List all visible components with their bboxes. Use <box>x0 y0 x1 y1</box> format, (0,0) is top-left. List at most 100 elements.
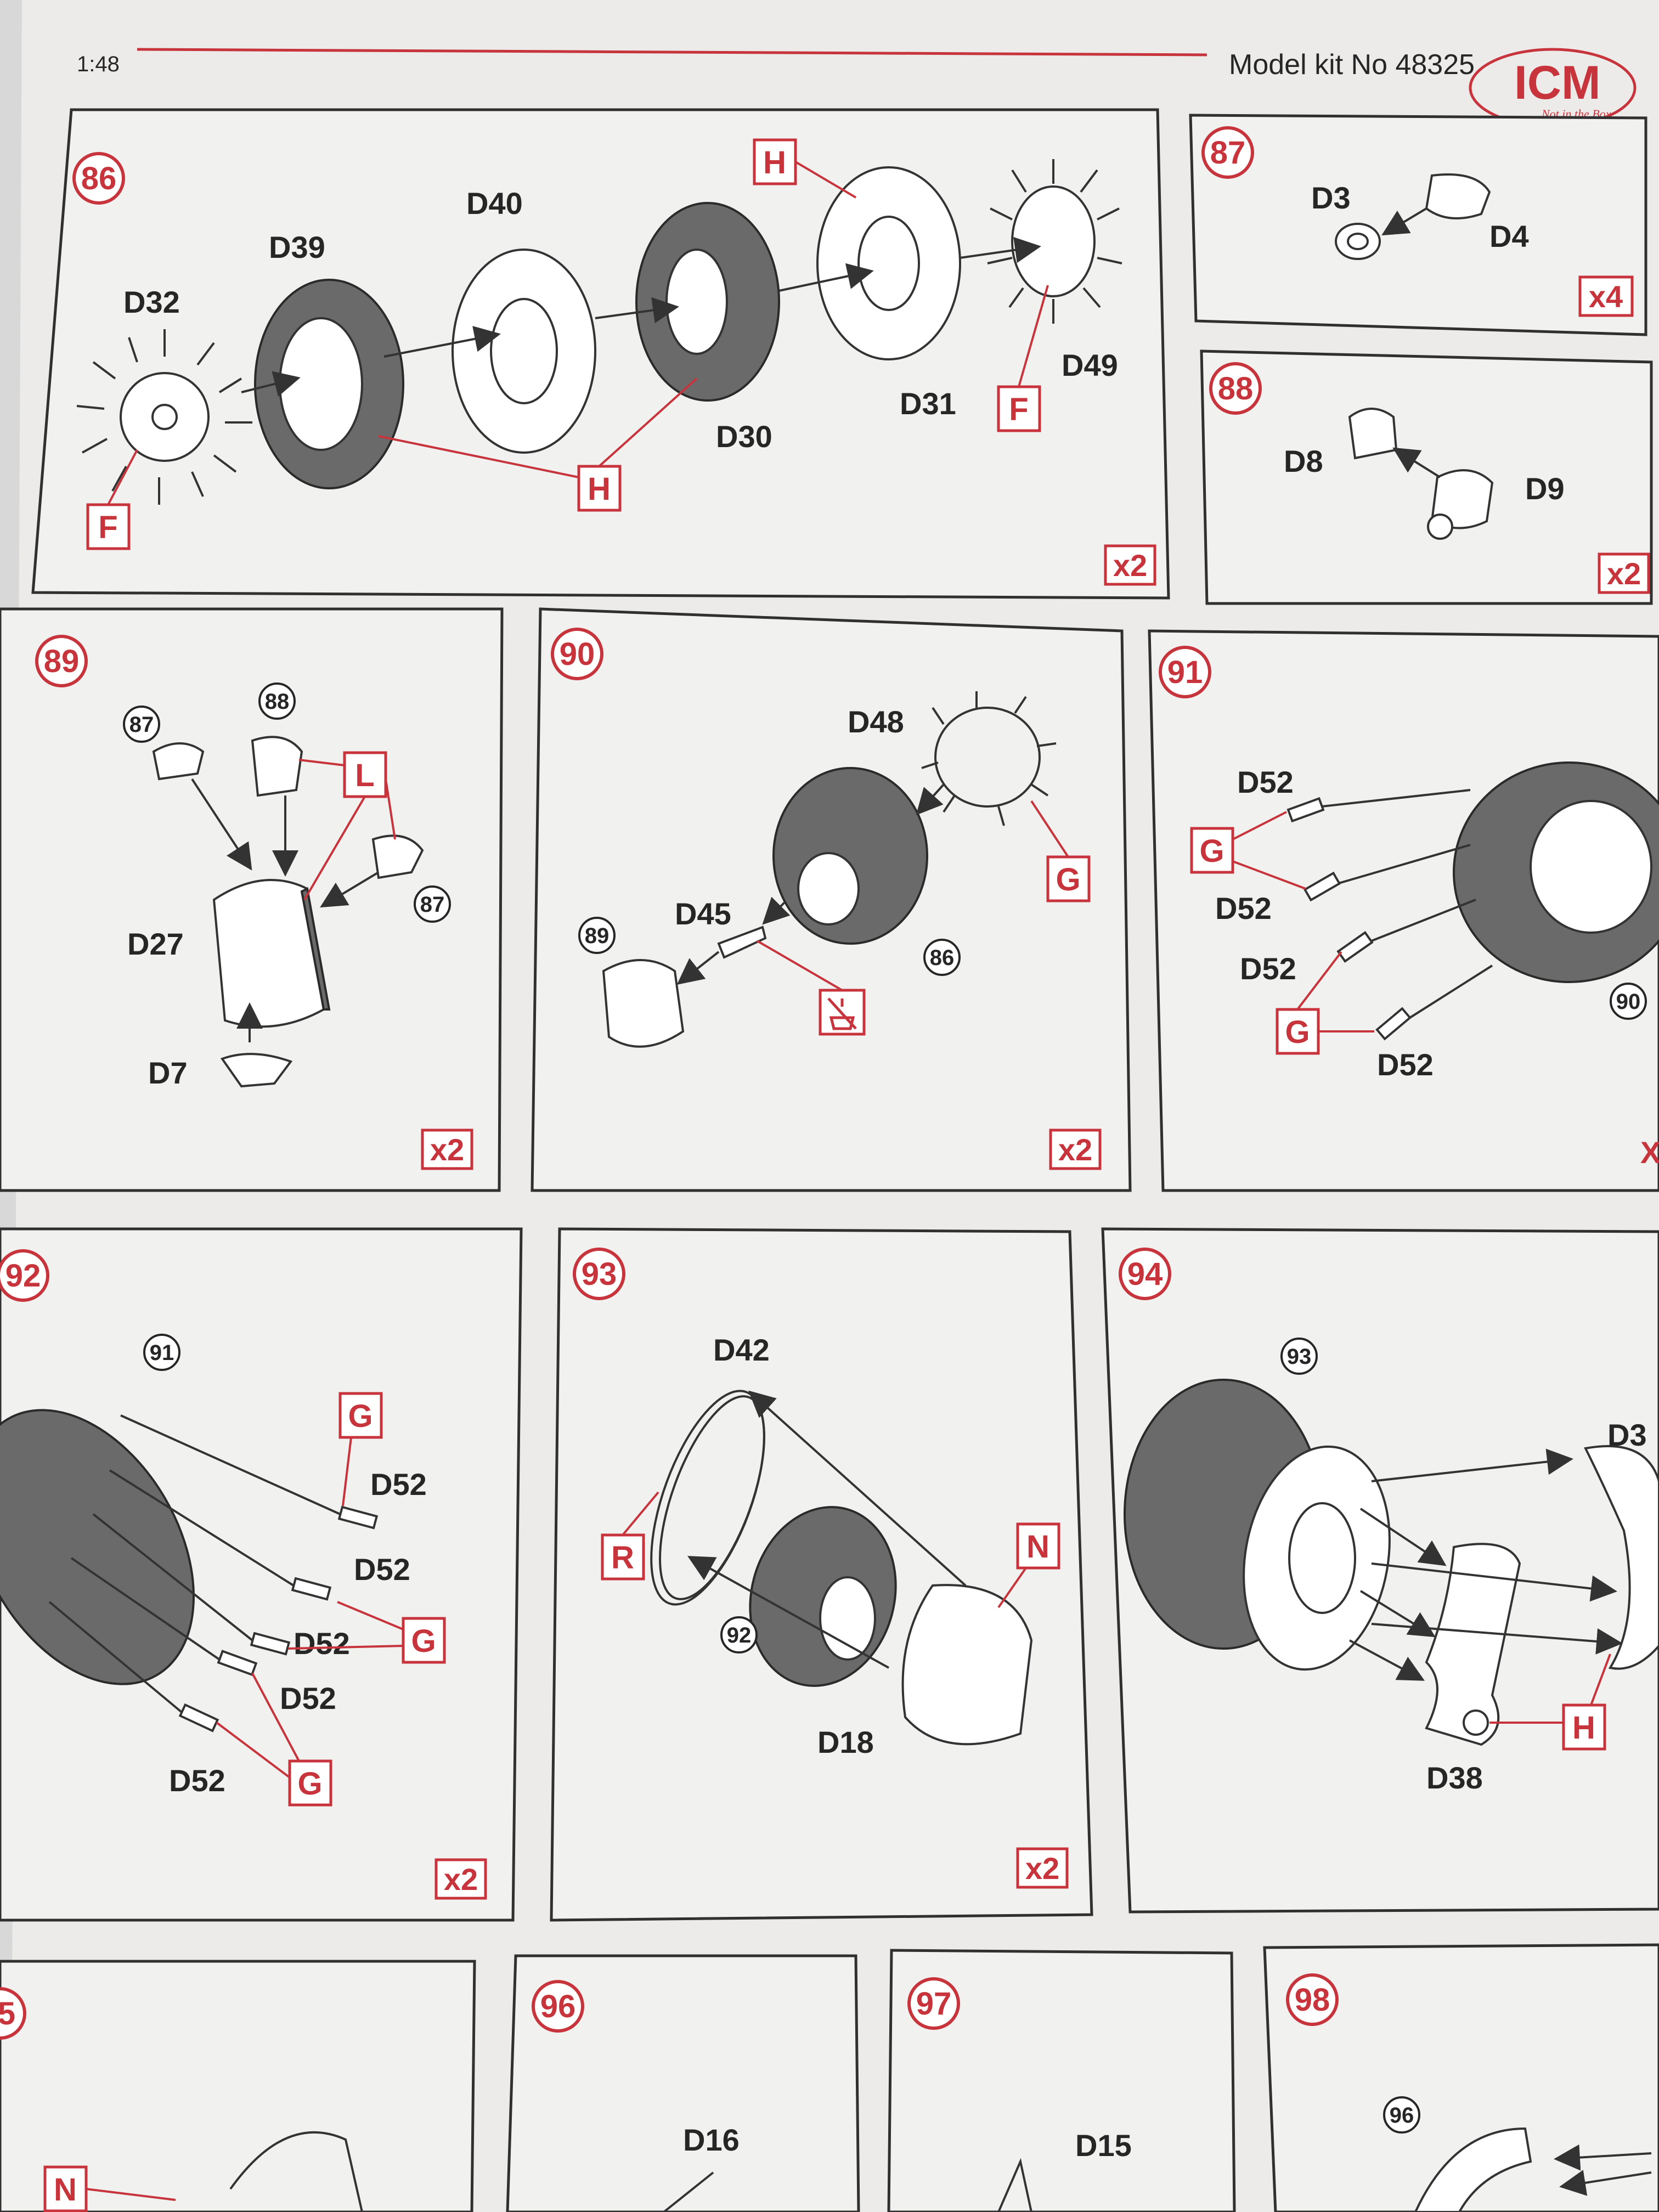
svg-text:96: 96 <box>1390 2103 1414 2128</box>
part-d49-label: D49 <box>1062 348 1118 382</box>
d52-pushrods <box>178 1505 379 1733</box>
ref-step-86 <box>923 939 961 976</box>
scale-label: 1:48 <box>77 52 120 76</box>
part-d32-label: D32 <box>123 285 180 319</box>
step-5-badge <box>0 1987 26 2040</box>
svg-text:F: F <box>98 510 117 545</box>
step-94-badge <box>1119 1248 1171 1300</box>
ref-step-92 <box>720 1616 758 1654</box>
part-d52-label: D52 <box>294 1626 350 1661</box>
part-d48-label: D48 <box>848 704 904 739</box>
svg-text:86: 86 <box>930 946 955 970</box>
assembly-arrow-icon <box>1371 1448 1573 1482</box>
part-d30-drawing <box>635 202 780 402</box>
part-d52-drawing <box>1286 797 1325 823</box>
part-d52-label: D52 <box>1237 765 1294 799</box>
multiplier-partial: X <box>1640 1135 1659 1170</box>
step-90-badge <box>551 628 603 680</box>
svg-text:94: 94 <box>1127 1256 1163 1292</box>
svg-text:N: N <box>1026 1529 1049 1565</box>
svg-text:90: 90 <box>1616 990 1641 1014</box>
svg-text:x2: x2 <box>430 1132 464 1167</box>
part-d52-label: D52 <box>354 1552 410 1587</box>
assembly-arrow-icon <box>687 1556 889 1669</box>
step-98-panel: 98 96 <box>1263 1943 1659 2212</box>
assembly-arrow-icon <box>748 1390 967 1587</box>
multiplier-x2 <box>1049 1128 1102 1170</box>
step-93-panel: 93 D42 D18 92 R N x2 <box>550 1227 1093 1922</box>
svg-text:5: 5 <box>0 1996 15 2032</box>
part-d42-label: D42 <box>713 1333 770 1367</box>
part-d8-label: D8 <box>1284 444 1323 478</box>
part-d52-label: D52 <box>1377 1047 1434 1082</box>
step-5-panel: 5 N <box>0 1960 476 2212</box>
svg-text:x2: x2 <box>1607 556 1641 591</box>
assembly-arrow-icon <box>1554 2144 1652 2171</box>
svg-text:F: F <box>1009 392 1028 427</box>
svg-text:89: 89 <box>585 924 610 948</box>
brand-name: ICM <box>1514 57 1601 109</box>
part-d52-drawing <box>1375 1007 1412 1041</box>
svg-text:H: H <box>588 471 611 507</box>
svg-text:91: 91 <box>150 1341 174 1365</box>
part-d45-drawing <box>717 926 767 959</box>
part-d30-label: D30 <box>716 419 772 454</box>
part-d15-label: D15 <box>1075 2128 1132 2163</box>
svg-text:89: 89 <box>44 644 80 679</box>
assembly-arrow-icon <box>1371 1562 1617 1602</box>
part-d7-label: D7 <box>148 1056 188 1090</box>
part-d39-drawing <box>254 279 404 489</box>
part-d31-label: D31 <box>900 386 956 421</box>
step-93-badge <box>573 1248 625 1300</box>
paint-callout-g <box>288 1759 332 1807</box>
part-d31-drawing <box>816 166 961 360</box>
part-d39-label: D39 <box>269 230 325 264</box>
paint-callout-n <box>43 2165 88 2212</box>
assembly-arrow-icon <box>383 326 501 358</box>
step-94-panel: 94 93 D3 D38 H <box>1101 1227 1659 1914</box>
part-d18-label: D18 <box>817 1725 874 1759</box>
step-89-badge <box>35 635 88 687</box>
part-d3-label: D3 <box>1607 1418 1647 1452</box>
svg-text:91: 91 <box>1167 654 1203 690</box>
svg-text:87: 87 <box>1210 135 1246 171</box>
paint-callout-g <box>1046 855 1091 902</box>
svg-text:86: 86 <box>81 161 117 196</box>
ref-step-87 <box>123 706 160 743</box>
multiplier-x2 <box>435 1858 487 1900</box>
part-d38-drawing <box>1425 1543 1521 1746</box>
step-89-panel: 89 87 88 87 L D27 D7 x2 <box>0 607 504 1192</box>
svg-text:96: 96 <box>540 1989 576 2024</box>
svg-text:G: G <box>1285 1014 1310 1050</box>
svg-text:87: 87 <box>129 713 154 737</box>
part-d7-drawing <box>220 1053 293 1088</box>
part-d3-label: D3 <box>1311 180 1351 215</box>
engine-assembly-drawing <box>772 767 928 945</box>
svg-text:92: 92 <box>727 1623 752 1647</box>
ref-step-87 <box>414 885 451 923</box>
paint-callout-f-right <box>997 385 1041 432</box>
part-d8-drawing <box>1348 408 1398 460</box>
svg-text:H: H <box>1572 1710 1595 1746</box>
assembly-arrow-icon <box>916 783 945 815</box>
ref-step-93 <box>1280 1338 1318 1375</box>
part-d38-label: D38 <box>1426 1760 1483 1795</box>
part-d52-label: D52 <box>1240 951 1296 986</box>
part-d32-drawing <box>76 329 252 505</box>
paint-callout-n <box>1016 1522 1060 1570</box>
assembly-arrow-icon <box>1392 447 1441 478</box>
svg-text:G: G <box>297 1766 322 1802</box>
svg-text:x2: x2 <box>444 1862 478 1897</box>
glue-icon <box>827 997 857 1030</box>
assembly-arrow-icon <box>1381 207 1427 236</box>
step-97-panel: 97 D15 <box>887 1949 1236 2212</box>
svg-text:92: 92 <box>5 1258 41 1294</box>
assembly-arrow-icon <box>1371 1623 1623 1655</box>
ref-89-assembly <box>602 959 685 1048</box>
step-86-panel: 86 D32 D39 D40 <box>31 108 1170 600</box>
multiplier-x2 <box>421 1128 473 1170</box>
multiplier-x4 <box>1578 275 1634 317</box>
step-88-panel: 88 D8 D9 x2 <box>1200 349 1653 605</box>
part-d52-label: D52 <box>370 1467 427 1502</box>
